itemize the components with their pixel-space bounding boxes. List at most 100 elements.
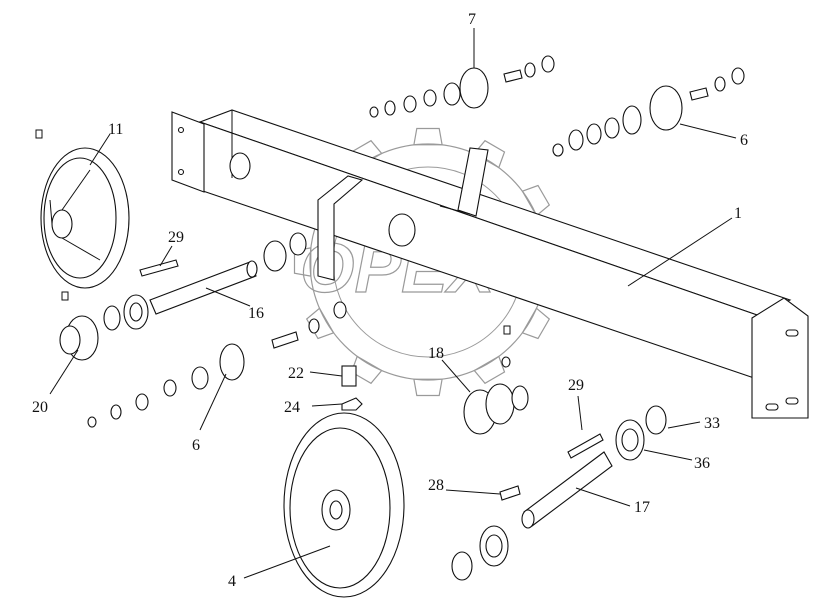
washer: [384, 100, 396, 116]
label-29-left: 29: [168, 229, 184, 246]
leader-28: [445, 489, 501, 495]
nut: [552, 143, 564, 157]
nut: [501, 356, 511, 368]
sprocket-7: [459, 67, 489, 109]
washer: [423, 89, 437, 107]
washer: [333, 301, 347, 319]
key-29-right: [567, 433, 604, 459]
bearing: [622, 105, 642, 135]
bolt-hole: [177, 168, 185, 176]
leader-22: [309, 371, 343, 377]
beam-left-plate: [171, 111, 205, 193]
washer: [714, 76, 726, 92]
washer: [110, 404, 122, 420]
pin: [689, 87, 709, 101]
bearing: [263, 240, 287, 272]
slot-hole: [785, 329, 799, 337]
shaft-16: [139, 232, 307, 315]
bolt-22-nut-24: [341, 365, 363, 411]
bearing: [191, 366, 209, 390]
sprocket-18-assembly: [463, 325, 529, 435]
leader-6-right: [679, 123, 737, 139]
watermark-gear-tooth: [473, 139, 506, 169]
leader-29-left: [159, 245, 173, 267]
leader-4: [243, 545, 331, 579]
shaft-17-assembly: [451, 405, 667, 581]
bearing: [443, 82, 461, 106]
leader-24: [311, 403, 343, 407]
washer: [135, 393, 149, 411]
leader-33: [667, 421, 701, 429]
beam-boss: [388, 213, 416, 247]
washer: [163, 379, 177, 397]
pin: [271, 331, 299, 349]
label-28: 28: [428, 477, 444, 494]
watermark-gear-tooth: [521, 184, 551, 217]
nut: [369, 106, 379, 118]
leader-29-right: [577, 395, 583, 431]
leader-17: [575, 487, 631, 507]
leader-18: [441, 359, 471, 393]
watermark-gear-tooth: [473, 355, 506, 385]
shaft-17-end: [521, 509, 535, 529]
leader-36: [643, 449, 693, 461]
shaft-16-end: [246, 260, 258, 278]
circlip: [451, 551, 473, 581]
sprocket-6-lower-assembly: [87, 301, 347, 428]
pulley-bolt: [35, 129, 43, 139]
washer: [731, 67, 745, 85]
bearing-bore: [129, 302, 143, 322]
label-11: 11: [108, 121, 123, 138]
shaft-17-body: [523, 451, 613, 527]
washer: [541, 55, 555, 73]
label-24: 24: [284, 399, 300, 416]
label-33: 33: [704, 415, 720, 432]
shaft-16-body: [149, 261, 257, 315]
label-17: 17: [634, 499, 650, 516]
label-4: 4: [228, 573, 236, 590]
beam-boss: [229, 152, 251, 180]
sprocket-7-assembly: [369, 55, 555, 118]
pulley-rim: [43, 157, 117, 279]
washer: [586, 123, 602, 145]
slot-hole: [785, 397, 799, 405]
label-36: 36: [694, 455, 710, 472]
label-18: 18: [428, 345, 444, 362]
sprocket-hub: [59, 325, 81, 355]
label-29-right: 29: [568, 377, 584, 394]
sprocket-6-upper: [649, 85, 683, 131]
label-22: 22: [288, 365, 304, 382]
sprocket-18-hub: [511, 385, 529, 411]
leader-lines: [49, 28, 737, 579]
sprocket-20-assembly: [59, 291, 149, 361]
washer: [403, 95, 417, 113]
nut: [87, 416, 97, 428]
label-16: 16: [248, 305, 264, 322]
label-1: 1: [734, 205, 742, 222]
key-28: [499, 485, 521, 501]
bracket: [317, 175, 364, 281]
bearing-bore: [485, 534, 503, 558]
pulley: [35, 129, 130, 289]
watermark-gear-tooth: [521, 307, 551, 340]
main-beam: [171, 109, 809, 419]
label-20: 20: [32, 399, 48, 416]
leader-20: [49, 349, 79, 395]
beam-right-plate: [751, 297, 809, 419]
bearing-36-bore: [621, 428, 639, 452]
circlip-33: [645, 405, 667, 435]
watermark-gear-tooth: [305, 307, 335, 340]
sprocket-6-upper-assembly: [552, 67, 745, 157]
callout-labels: 7 6 11 1 29 16 20 22 18 24 6 29 33 36 28…: [32, 11, 748, 590]
washer: [289, 232, 307, 256]
sprocket-4: [283, 412, 405, 598]
spoke: [61, 237, 101, 261]
pulley-hub: [51, 209, 73, 239]
label-6-right: 6: [740, 132, 748, 149]
washer: [568, 129, 584, 151]
pin: [503, 69, 523, 83]
watermark-gear-tooth: [413, 378, 443, 397]
label-6-bottom: 6: [192, 437, 200, 454]
